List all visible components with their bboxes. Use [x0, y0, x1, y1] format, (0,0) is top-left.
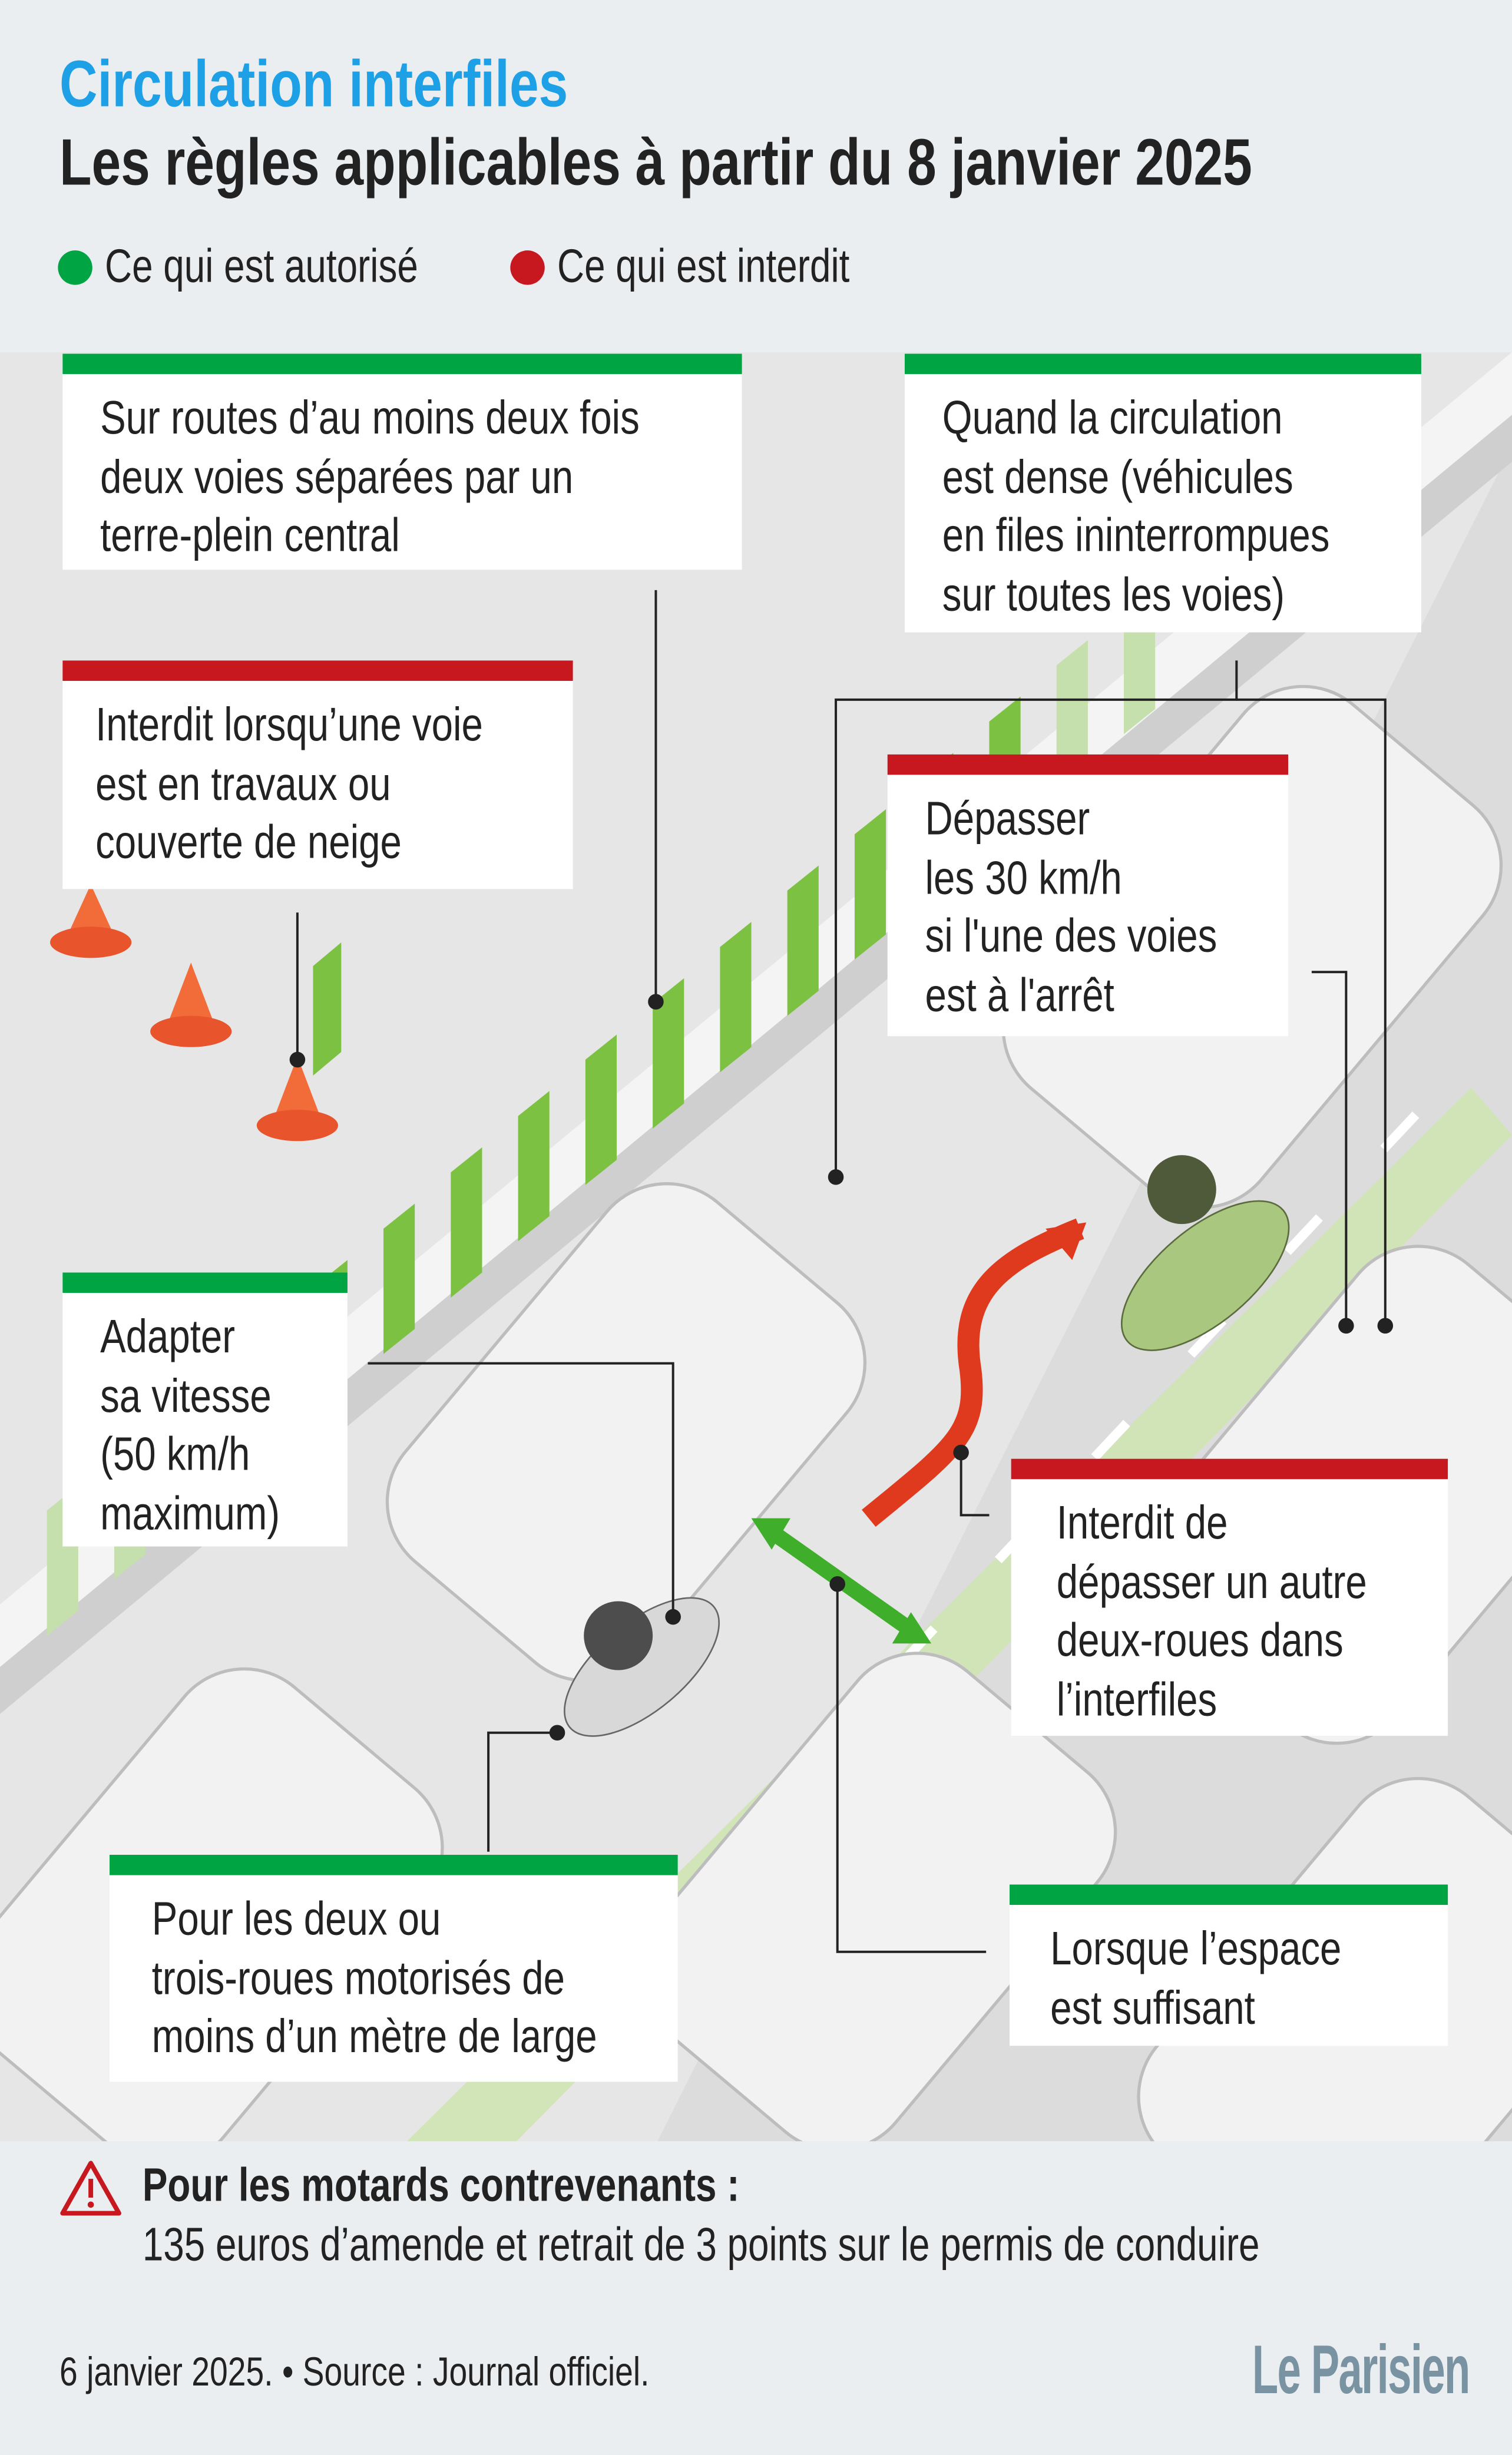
legend-label: Ce qui est autorisé	[105, 241, 418, 293]
warning-text: 135 euros d’amende et retrait de 3 point…	[142, 2219, 1260, 2271]
red-dot-icon	[510, 250, 545, 285]
warning-triangle-icon	[60, 2160, 121, 2216]
median-stripe	[854, 809, 886, 959]
traffic-cone-icon	[50, 884, 338, 1142]
warning-title: Pour les motards contrevenants :	[142, 2160, 740, 2212]
median-stripe	[383, 1203, 415, 1354]
connector-lines	[296, 590, 1387, 1953]
le-parisien-logo: Le Parisien	[1252, 2332, 1470, 2409]
title: Circulation interfiles	[59, 47, 568, 121]
median-stripe	[451, 1147, 482, 1298]
median-green-stripes	[313, 942, 342, 1076]
source-footer: 6 janvier 2025. • Source : Journal offic…	[59, 2348, 650, 2395]
subtitle: Les règles applicables à partir du 8 jan…	[59, 125, 1252, 199]
legend-forbidden: Ce qui est interdit	[510, 241, 922, 294]
motorbike-icon	[564, 1597, 720, 1737]
median-stripe	[653, 978, 684, 1129]
motorbike-icon	[1120, 1155, 1290, 1351]
median-stripe	[720, 922, 752, 1073]
green-dot-icon	[58, 250, 92, 285]
overtake-arrow-icon	[862, 1218, 1084, 1527]
median-stripe	[518, 1091, 550, 1242]
median-stripe	[787, 865, 819, 1016]
legend-allowed: Ce qui est autorisé	[58, 241, 496, 294]
legend-label: Ce qui est interdit	[557, 241, 850, 293]
car	[385, 1182, 867, 1683]
median-stripe	[1056, 640, 1088, 790]
median-stripe	[585, 1034, 617, 1185]
